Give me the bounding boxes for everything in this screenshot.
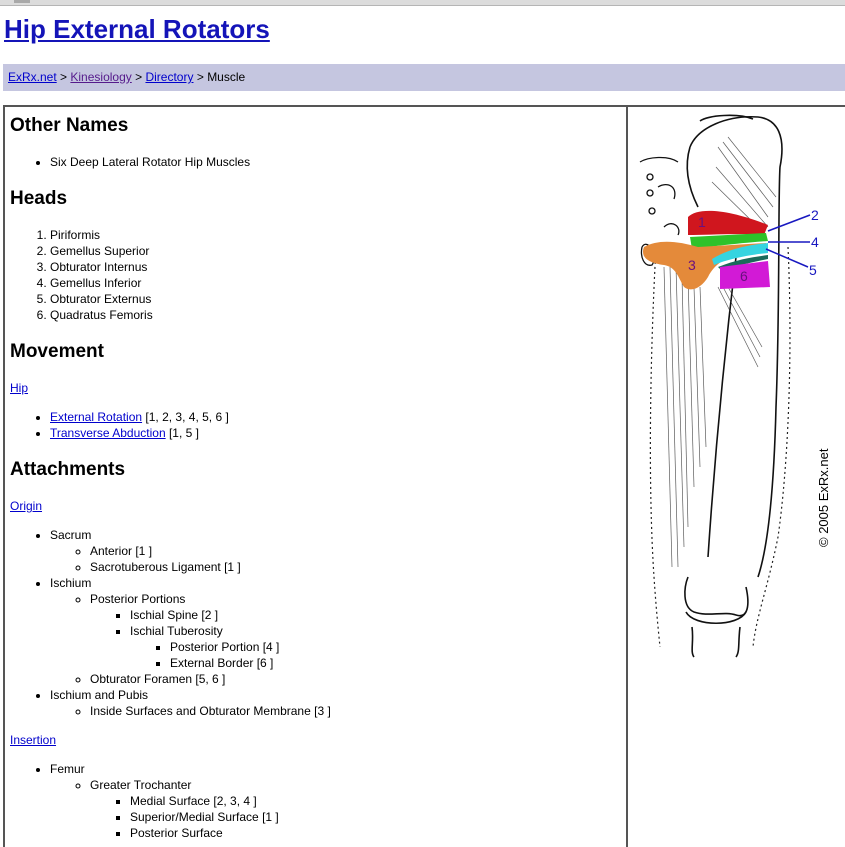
movement-item: External Rotation [1, 2, 3, 4, 5, 6 ] [50, 409, 229, 425]
illustration-cell: 1 3 6 2 4 5 © 2005 ExRx.net [628, 107, 845, 847]
origin-item-ischium: Ischium Posterior Portions Ischial Spine… [50, 575, 331, 687]
head-item: Quadratus Femoris [50, 307, 153, 323]
ischium-pubis-sublist: Inside Surfaces and Obturator Membrane [… [50, 703, 331, 719]
insertion-subitem: Posterior Surface [130, 825, 279, 841]
origin-subitem: Sacrotuberous Ligament [1 ] [90, 559, 331, 575]
attachments-heading: Attachments [10, 459, 126, 480]
origin-subitem: Anterior [1 ] [90, 543, 331, 559]
breadcrumb-kinesiology[interactable]: Kinesiology [70, 70, 132, 84]
insertion-subitem: Superior/Medial Surface [1 ] [130, 809, 279, 825]
knee-outline [684, 576, 749, 617]
origin-subitem: External Border [6 ] [170, 655, 331, 671]
movement-refs: [1, 5 ] [168, 426, 199, 440]
head-item: Obturator Externus [50, 291, 153, 307]
list-item: Six Deep Lateral Rotator Hip Muscles [50, 154, 250, 170]
insertion-subitem: Medial Surface [2, 3, 4 ] [130, 793, 279, 809]
label-2: 2 [811, 207, 819, 223]
posterior-portions-sublist: Ischial Spine [2 ] Ischial Tuberosity Po… [90, 607, 331, 671]
breadcrumb-separator: > [60, 70, 68, 84]
origin-item-ischium-pubis: Ischium and Pubis Inside Surfaces and Ob… [50, 687, 331, 719]
insertion-label: Insertion [10, 732, 56, 748]
breadcrumb: ExRx.net > Kinesiology > Directory > Mus… [3, 64, 845, 91]
breadcrumb-current: Muscle [207, 70, 246, 84]
origin-subitem: Ischial Spine [2 ] [130, 607, 331, 623]
movement-heading: Movement [10, 341, 104, 362]
external-rotation-link[interactable]: External Rotation [50, 410, 143, 424]
origin-text: Ischial Tuberosity [130, 624, 223, 638]
browser-top-strip [0, 0, 845, 6]
origin-subitem: Posterior Portion [4 ] [170, 639, 331, 655]
origin-link[interactable]: Origin [10, 499, 43, 513]
origin-subitem: Posterior Portions Ischial Spine [2 ] Is… [90, 591, 331, 671]
quadratus-femoris-muscle [720, 261, 770, 289]
heads-list: Piriformis Gemellus Superior Obturator I… [10, 227, 153, 323]
breadcrumb-directory[interactable]: Directory [145, 70, 194, 84]
browser-tab-stub [14, 0, 30, 3]
greater-trochanter-outline [686, 146, 699, 208]
leader-line-5 [765, 248, 809, 268]
page-title-link[interactable]: Hip External Rotators [4, 14, 270, 44]
head-item: Obturator Internus [50, 259, 153, 275]
greater-trochanter-sublist: Medial Surface [2, 3, 4 ] Superior/Media… [90, 793, 279, 841]
insertion-list: Femur Greater Trochanter Medial Surface … [10, 761, 279, 841]
insertion-text: Greater Trochanter [90, 778, 192, 792]
ischial-tuberosity-sublist: Posterior Portion [4 ] External Border [… [130, 639, 331, 671]
breadcrumb-separator: > [196, 70, 204, 84]
label-5: 5 [809, 262, 817, 278]
skin-outline-right [752, 246, 791, 648]
leader-line-2 [767, 214, 811, 232]
sacrum-sublist: Anterior [1 ] Sacrotuberous Ligament [1 … [50, 543, 331, 575]
label-3: 3 [688, 257, 696, 273]
origin-text: Ischium [50, 576, 92, 590]
gemellus-superior-muscle [690, 233, 768, 249]
movement-refs: [1, 2, 3, 4, 5, 6 ] [145, 410, 229, 424]
heads-heading: Heads [10, 188, 68, 209]
gemellus-inferior-muscle [712, 243, 768, 265]
origin-subitem: Obturator Foramen [5, 6 ] [90, 671, 331, 687]
copyright-text: © 2005 ExRx.net [816, 448, 831, 547]
origin-subitem: Ischial Tuberosity Posterior Portion [4 … [130, 623, 331, 671]
breadcrumb-exrx[interactable]: ExRx.net [8, 70, 57, 84]
origin-subitem: Inside Surfaces and Obturator Membrane [… [90, 703, 331, 719]
origin-text: Posterior Portions [90, 592, 186, 606]
movement-joint: Hip [10, 380, 28, 396]
head-item: Piriformis [50, 227, 153, 243]
movement-item: Transverse Abduction [1, 5 ] [50, 425, 229, 441]
thigh-outline-right [689, 116, 783, 578]
other-names-heading: Other Names [10, 115, 129, 136]
ischium-sublist: Posterior Portions Ischial Spine [2 ] Is… [50, 591, 331, 687]
insertion-link[interactable]: Insertion [10, 733, 57, 747]
origin-text: Sacrum [50, 528, 92, 542]
origin-list: Sacrum Anterior [1 ] Sacrotuberous Ligam… [10, 527, 331, 719]
content-table: Other Names Six Deep Lateral Rotator Hip… [3, 105, 845, 847]
breadcrumb-separator: > [135, 70, 143, 84]
insertion-item-femur: Femur Greater Trochanter Medial Surface … [50, 761, 279, 841]
hip-rotators-illustration: 1 3 6 2 4 5 [639, 114, 819, 658]
femur-sublist: Greater Trochanter Medial Surface [2, 3,… [50, 777, 279, 841]
origin-label: Origin [10, 498, 42, 514]
page-title: Hip External Rotators [4, 14, 270, 44]
movement-list: External Rotation [1, 2, 3, 4, 5, 6 ] Tr… [10, 409, 229, 441]
info-cell: Other Names Six Deep Lateral Rotator Hip… [5, 107, 628, 847]
label-6: 6 [740, 268, 748, 284]
label-4: 4 [811, 234, 819, 250]
piriformis-muscle [688, 210, 768, 235]
skin-outline-left [649, 246, 661, 648]
femur-shaft-outline [707, 256, 737, 558]
transverse-abduction-link[interactable]: Transverse Abduction [50, 426, 166, 440]
label-1: 1 [698, 214, 706, 230]
insertion-text: Femur [50, 762, 85, 776]
head-item: Gemellus Superior [50, 243, 153, 259]
origin-item-sacrum: Sacrum Anterior [1 ] Sacrotuberous Ligam… [50, 527, 331, 575]
other-names-list: Six Deep Lateral Rotator Hip Muscles [10, 154, 250, 170]
head-item: Gemellus Inferior [50, 275, 153, 291]
insertion-subitem: Greater Trochanter Medial Surface [2, 3,… [90, 777, 279, 841]
origin-text: Ischium and Pubis [50, 688, 149, 702]
hip-link[interactable]: Hip [10, 381, 29, 395]
